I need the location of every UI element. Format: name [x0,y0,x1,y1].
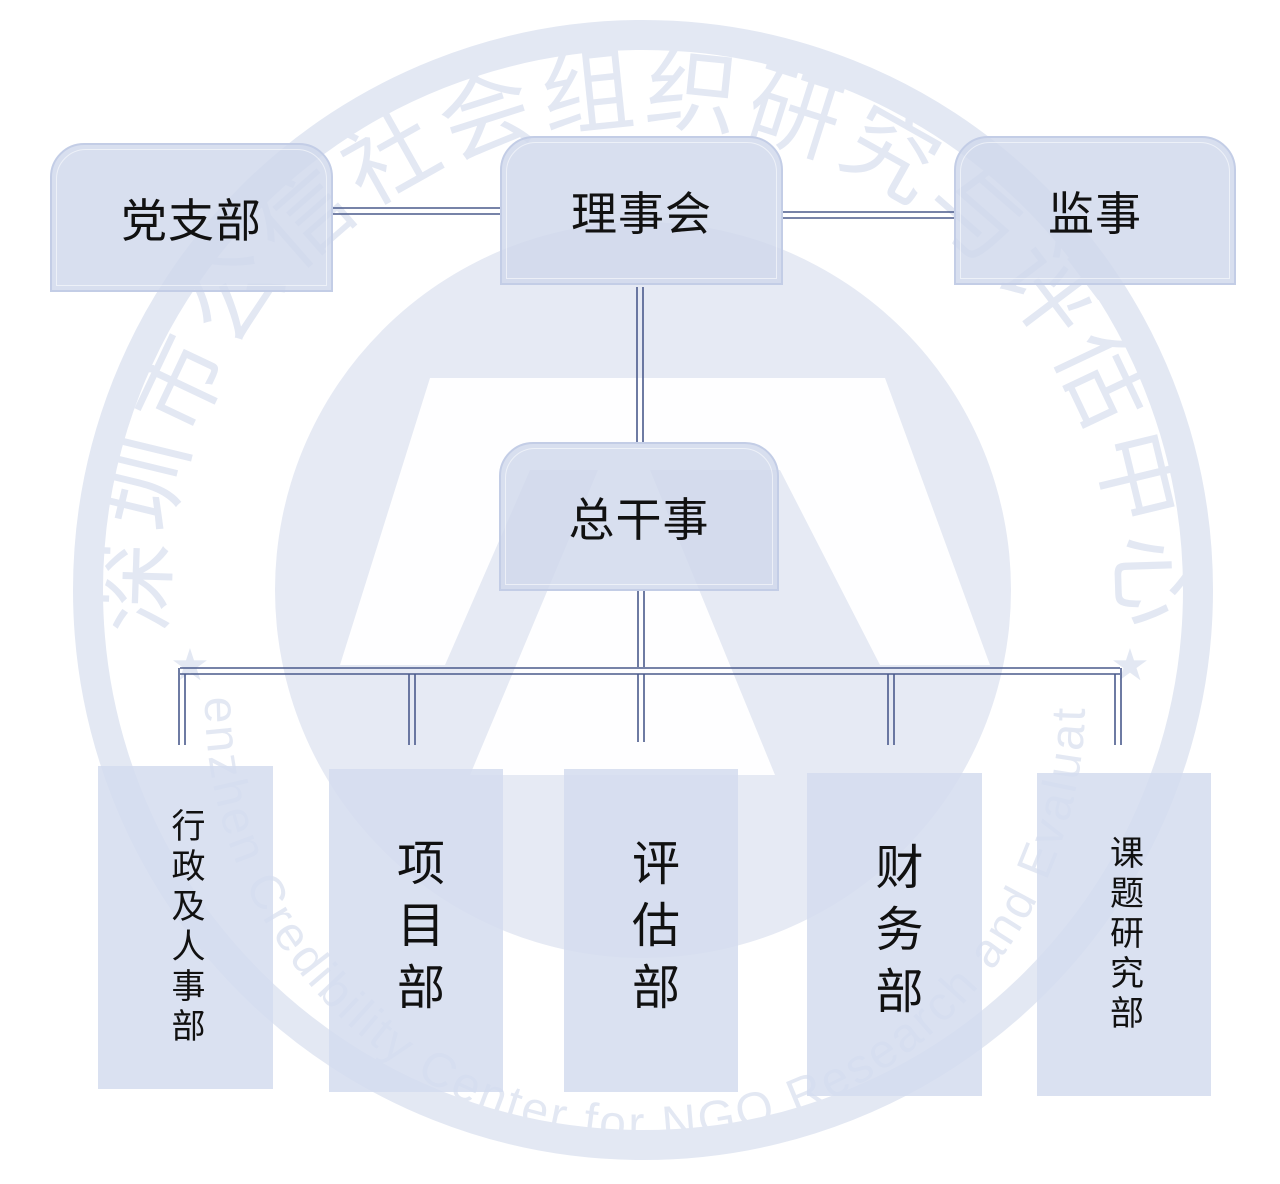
board-label: 理事会 [571,186,712,241]
board-box: 理事会 [500,136,783,285]
supervisor-box: 监事 [954,136,1236,285]
dept-admin-hr-box: 行政及人事部 [98,766,273,1089]
dept-finance-box: 财务部 [807,773,982,1096]
supervisor-label: 监事 [1048,186,1142,241]
dept-evaluation-box: 评估部 [564,769,738,1092]
dept-finance-label: 财务部 [866,841,923,1028]
dept-research-label: 课题研究部 [1103,834,1144,1035]
dept-project-box: 项目部 [329,769,503,1092]
dept-project-label: 项目部 [388,837,444,1024]
seal-outer-ring [73,20,1213,1160]
party-branch-label: 党支部 [121,193,262,248]
secretary-general-label: 总干事 [568,492,710,547]
secretary-general-box: 总干事 [499,442,779,591]
dept-admin-hr-label: 行政及人事部 [165,807,205,1048]
seal-star-left: ★ [170,640,209,691]
party-branch-box: 党支部 [50,143,333,292]
dept-research-box: 课题研究部 [1037,773,1211,1096]
dept-evaluation-label: 评估部 [623,837,679,1024]
seal-star-right: ★ [1110,640,1149,691]
